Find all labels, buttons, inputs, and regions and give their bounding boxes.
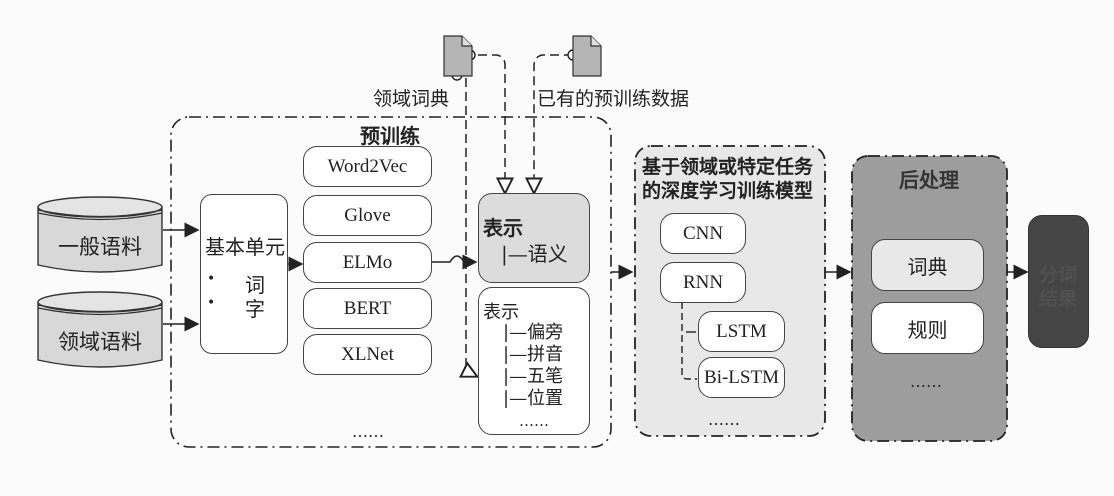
model-box-word2vec: Word2Vec [303, 146, 432, 187]
model-box-bi-lstm: Bi-LSTM [698, 357, 785, 398]
models-more-ellipsis: …… [352, 422, 384, 441]
output-label-line2: 结果 [1039, 288, 1078, 310]
feature-item: |—位置 [503, 388, 564, 409]
feature-item: |—拼音 [503, 344, 564, 365]
basic-unit-item: 词 [245, 273, 265, 297]
postprocess-container [851, 155, 1008, 442]
output-label-line1: 分词 [1039, 264, 1078, 286]
domain-corpus-database: 领域语料 [37, 290, 163, 372]
postprocess-rules-box: 规则 [871, 302, 984, 354]
feature-item: |—偏旁 [503, 322, 564, 343]
general-corpus-label: 一般语料 [58, 235, 142, 259]
postprocess-title: 后处理 [899, 168, 959, 192]
model-box-lstm: LSTM [698, 311, 785, 352]
bullet-icon: • [207, 295, 216, 311]
model-box-elmo: ELMo [303, 242, 432, 283]
database-icon [37, 196, 163, 273]
training-title-line2: 的深度学习训练模型 [642, 180, 814, 202]
pretrain-data-file-icon [572, 35, 602, 77]
pretrain-title: 预训练 [360, 124, 420, 148]
bullet-icon: • [207, 271, 216, 287]
general-corpus-database: 一般语料 [37, 195, 163, 277]
basic-unit-item: 字 [245, 297, 265, 321]
model-box-bert: BERT [303, 288, 432, 329]
postprocess-more-ellipsis: …… [910, 372, 942, 391]
domain-corpus-label: 领域语料 [58, 330, 142, 354]
database-icon [37, 291, 163, 368]
model-box-cnn: CNN [660, 213, 746, 254]
semantic-representation-title: 表示 [483, 216, 523, 240]
semantic-representation-box: 表示 |—语义 [478, 193, 590, 283]
feature-representation-title: 表示 [483, 302, 519, 323]
basic-unit-title: 基本单元 [205, 235, 285, 259]
semantic-item: |—语义 [501, 242, 568, 266]
training-title-line1: 基于领域或特定任务 [642, 156, 814, 178]
domain-dictionary-file-icon [443, 35, 473, 77]
feature-more-ellipsis: …… [519, 412, 549, 430]
training-more-ellipsis: …… [708, 410, 740, 429]
pretrain-data-label: 已有的预训练数据 [537, 88, 690, 110]
feature-item: |—五笔 [503, 366, 564, 387]
domain-dictionary-label: 领域词典 [373, 88, 450, 110]
model-box-glove: Glove [303, 195, 432, 236]
model-box-xlnet: XLNet [303, 334, 432, 375]
model-box-rnn: RNN [660, 262, 746, 303]
feature-representation-box: 表示 |—偏旁 |—拼音 |—五笔 |—位置 …… [478, 287, 590, 435]
postprocess-dictionary-box: 词典 [871, 239, 984, 291]
output-box: 分词 结果 [1028, 215, 1089, 348]
basic-unit-box: 基本单元 • 词 • 字 [200, 194, 288, 354]
